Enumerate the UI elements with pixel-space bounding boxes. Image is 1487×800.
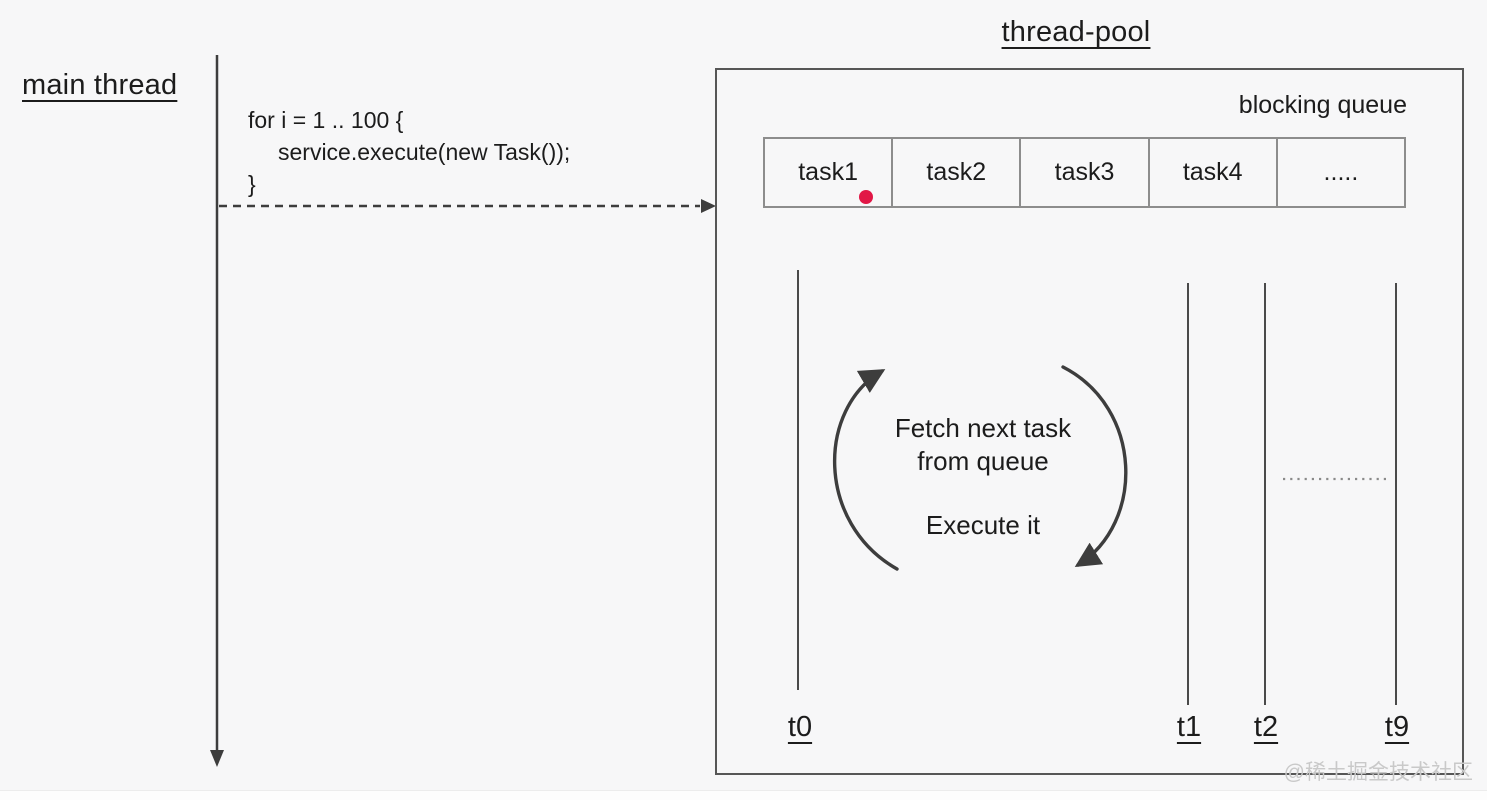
- thread-label-t9: t9: [1384, 711, 1410, 743]
- queue-cell-task1: task1: [798, 158, 858, 186]
- main-thread-lifeline-arrowhead: [210, 750, 224, 767]
- thread-lifeline-t0: [797, 270, 799, 690]
- worker-loop-text: Fetch next task from queue Execute it: [863, 412, 1103, 542]
- bottom-frame-strip: [0, 790, 1487, 800]
- thread-lifeline-t2: [1264, 283, 1266, 705]
- queue-cell-ellipsis: .....: [1275, 139, 1404, 206]
- thread-lifeline-t1: [1187, 283, 1189, 705]
- queue-cell-task3: task3: [1019, 139, 1147, 206]
- dispatch-arrow-arrowhead: [701, 199, 716, 213]
- main-thread-title: main thread: [22, 69, 178, 101]
- worker-loop-line: from queue: [917, 446, 1049, 476]
- thread-label-t0: t0: [787, 711, 813, 743]
- thread-label-t1: t1: [1176, 711, 1202, 743]
- thread-lifeline-t9: [1395, 283, 1397, 705]
- blocking-queue-table: task1 task2 task3 task4 .....: [763, 137, 1406, 208]
- thread-label-t2: t2: [1253, 711, 1279, 743]
- queue-cell-task2: task2: [891, 139, 1019, 206]
- code-block: for i = 1 .. 100 { service.execute(new T…: [248, 104, 570, 200]
- thread-pool-title: thread-pool: [1001, 16, 1151, 48]
- code-line: }: [248, 171, 256, 197]
- blocking-queue-label: blocking queue: [1238, 91, 1407, 119]
- watermark: @稀土掘金技术社区: [1283, 761, 1473, 784]
- thread-pool-box: [715, 68, 1464, 775]
- worker-loop-line: Execute it: [925, 510, 1041, 540]
- queue-cell-task4: task4: [1147, 139, 1276, 206]
- code-line: for i = 1 .. 100 {: [248, 107, 404, 133]
- worker-loop-line: Fetch next task: [894, 413, 1072, 443]
- current-task-dot-icon: [859, 190, 873, 204]
- code-line: service.execute(new Task());: [278, 139, 571, 165]
